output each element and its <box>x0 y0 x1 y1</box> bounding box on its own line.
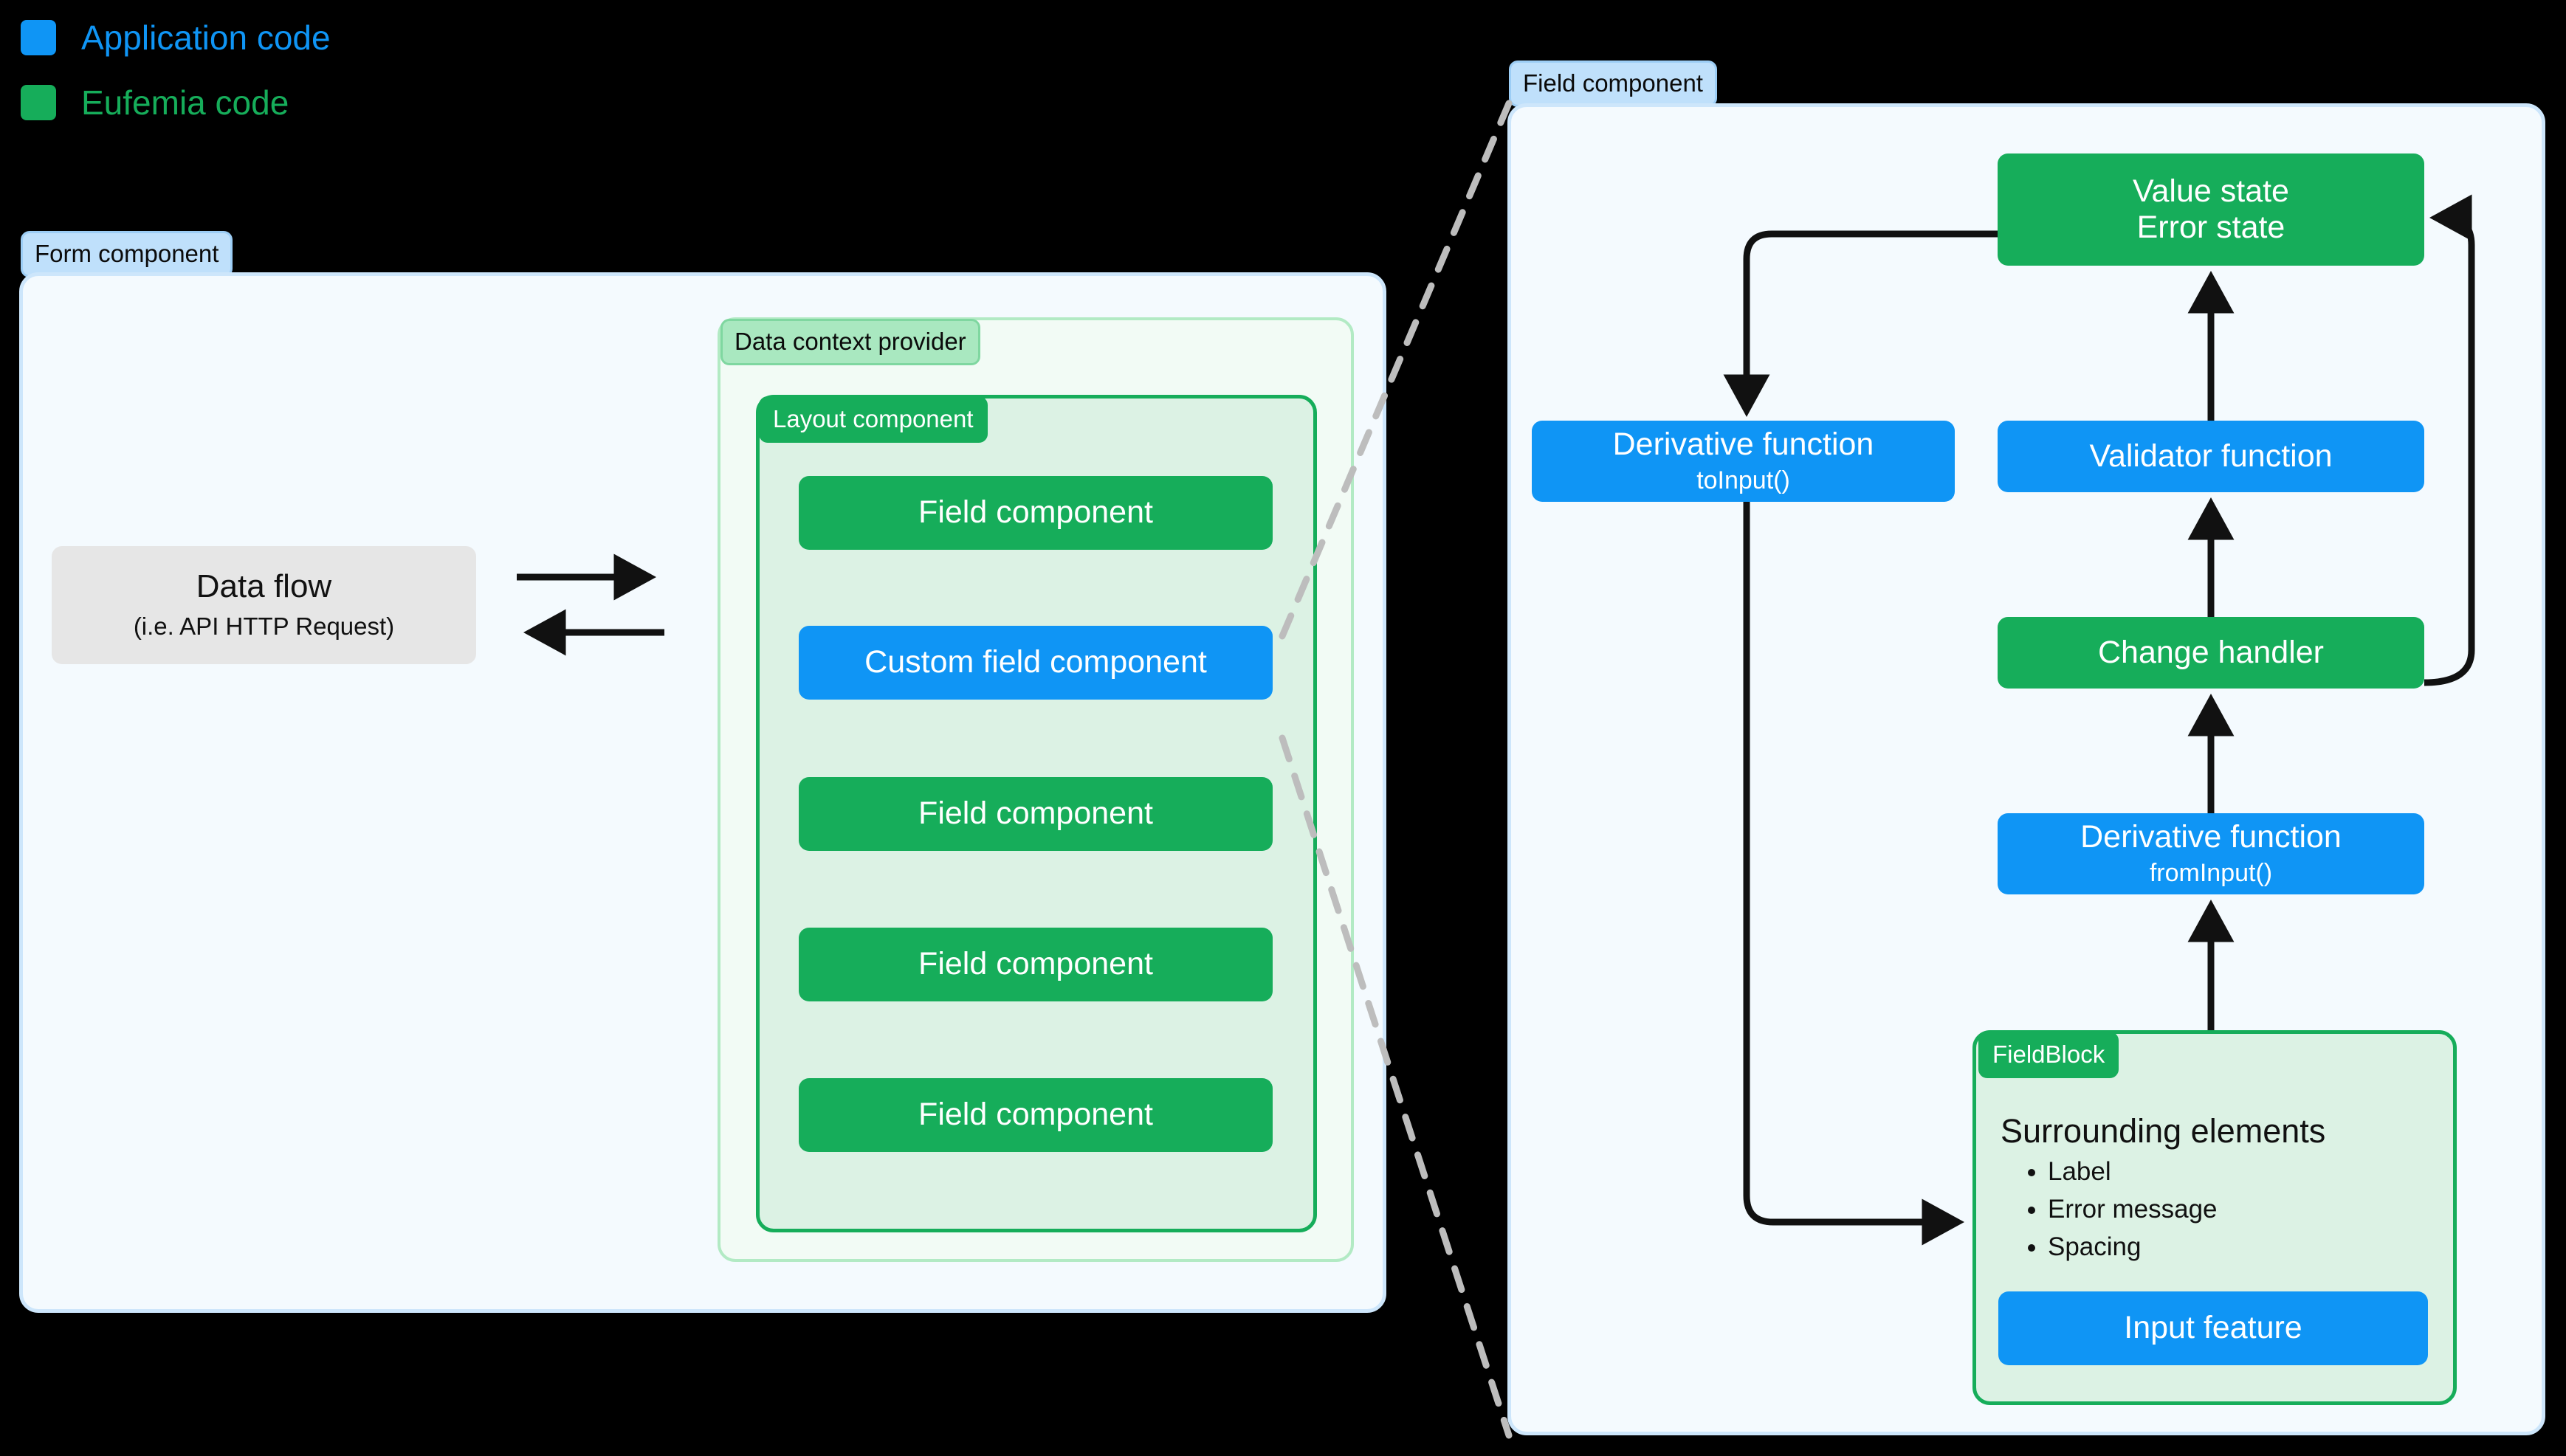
custom-field-component-box[interactable]: Custom field component <box>799 626 1273 700</box>
legend: Application code Eufemia code <box>21 15 331 145</box>
validator-function-label: Validator function <box>2089 438 2333 474</box>
change-handler-label: Change handler <box>2097 634 2325 670</box>
field-component-box[interactable]: Field component <box>799 777 1273 851</box>
validator-function-box[interactable]: Validator function <box>1998 421 2424 492</box>
list-item: Spacing <box>2048 1234 2218 1260</box>
field-component-label: Field component <box>918 946 1153 982</box>
data-flow-title: Data flow <box>196 568 332 604</box>
derivative-from-input-line2: fromInput() <box>2149 859 2273 888</box>
field-component-box[interactable]: Field component <box>799 928 1273 1001</box>
value-state-line1: Value state <box>2133 173 2289 209</box>
field-component-label: Field component <box>918 796 1153 832</box>
blue-square-swatch <box>21 20 56 55</box>
field-component-label: Field component <box>918 494 1153 531</box>
derivative-from-input-line1: Derivative function <box>2080 818 2342 855</box>
field-component-box[interactable]: Field component <box>799 476 1273 550</box>
derivative-to-input-line1: Derivative function <box>1612 426 1874 462</box>
legend-item-application-code: Application code <box>21 15 331 61</box>
data-flow-box: Data flow (i.e. API HTTP Request) <box>52 546 476 664</box>
value-state-line2: Error state <box>2136 210 2285 245</box>
derivative-to-input-box[interactable]: Derivative function toInput() <box>1532 421 1955 502</box>
custom-field-component-label: Custom field component <box>864 644 1207 680</box>
list-item: Error message <box>2048 1196 2218 1222</box>
layout-component-tag: Layout component <box>759 396 988 443</box>
field-block-tag: FieldBlock <box>1978 1032 2119 1078</box>
legend-item-label: Eufemia code <box>81 83 289 122</box>
list-item: Label <box>2048 1159 2218 1184</box>
field-component-box[interactable]: Field component <box>799 1078 1273 1152</box>
field-block-heading: Surrounding elements <box>2001 1112 2326 1150</box>
data-flow-subtitle: (i.e. API HTTP Request) <box>133 613 395 641</box>
value-state-box[interactable]: Value state Error state <box>1998 153 2424 266</box>
field-block-list: Label Error message Spacing <box>2015 1159 2218 1272</box>
input-feature-box[interactable]: Input feature <box>1998 1291 2428 1365</box>
data-context-provider-tag: Data context provider <box>720 319 980 365</box>
green-square-swatch <box>21 85 56 120</box>
input-feature-label: Input feature <box>2124 1310 2302 1346</box>
derivative-from-input-box[interactable]: Derivative function fromInput() <box>1998 813 2424 894</box>
field-component-label: Field component <box>918 1097 1153 1133</box>
change-handler-box[interactable]: Change handler <box>1998 617 2424 689</box>
form-component-tag: Form component <box>21 231 233 277</box>
derivative-to-input-line2: toInput() <box>1696 466 1790 495</box>
field-component-panel-tag: Field component <box>1509 61 1717 107</box>
legend-item-label: Application code <box>81 18 331 57</box>
legend-item-eufemia-code: Eufemia code <box>21 80 331 125</box>
